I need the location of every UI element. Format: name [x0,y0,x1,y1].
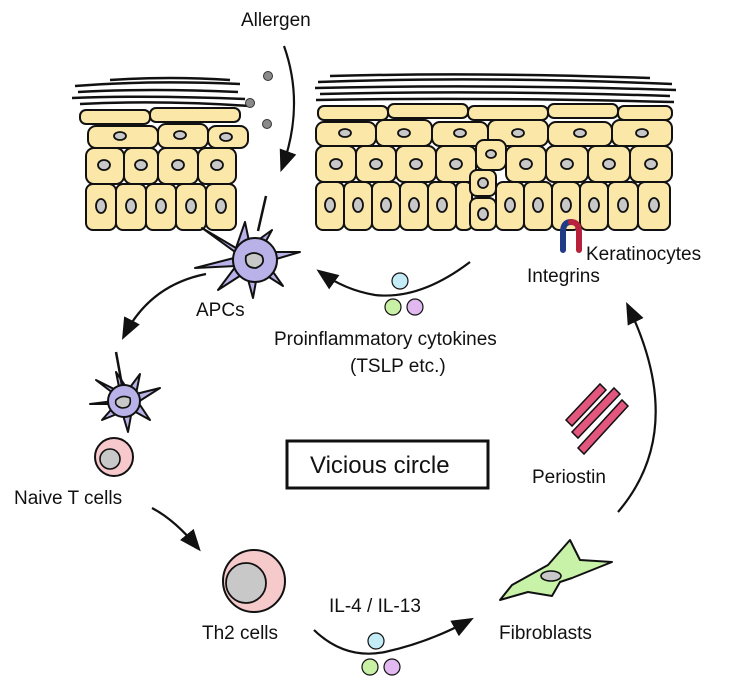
label-periostin: Periostin [532,467,606,488]
label-cytokines-line1: Proinflammatory cytokines [274,329,497,350]
allergen-arrow [279,45,297,173]
label-fibroblasts: Fibroblasts [499,623,592,644]
apc-cell-icon [194,195,301,299]
vicious-circle-box [285,439,490,490]
label-il4-il13: IL-4 / IL-13 [329,596,421,617]
apc-to-naive-arrow [122,272,207,340]
nuclei-left [95,130,233,214]
label-apcs: APCs [196,300,245,321]
th2-cell-icon [222,549,286,613]
label-cytokines-line2: (TSLP etc.) [350,356,446,377]
integrin-icon [560,219,582,253]
cytokine-dots-top [384,272,424,316]
granular-cells-left [79,107,241,125]
stratum-corneum-left [71,76,251,108]
naive-apc-icon [89,351,161,433]
naive-to-th2-arrow [151,507,201,552]
periostin-arrow [617,302,657,513]
epidermis-left [71,76,251,231]
allergen-particles [245,71,273,129]
fibroblast-icon [499,539,613,601]
label-vicious-circle: Vicious circle [310,452,450,479]
nuclei-right [324,128,660,221]
stratum-corneum-right [314,73,677,104]
naive-t-cell-icon [94,437,134,477]
epidermis-right [314,73,677,231]
label-allergen: Allergen [241,10,311,31]
th2-to-fibroblast-arrow [313,617,474,655]
granular-cells-right [317,103,673,121]
label-keratinocytes: Keratinocytes [586,244,701,265]
label-naive-t-cells: Naive T cells [14,488,122,509]
cytokine-arrow [316,261,471,297]
label-integrins: Integrins [527,266,600,287]
periostin-icon [564,382,630,456]
cytokine-dots-bottom [361,632,401,676]
label-th2-cells: Th2 cells [202,623,278,644]
